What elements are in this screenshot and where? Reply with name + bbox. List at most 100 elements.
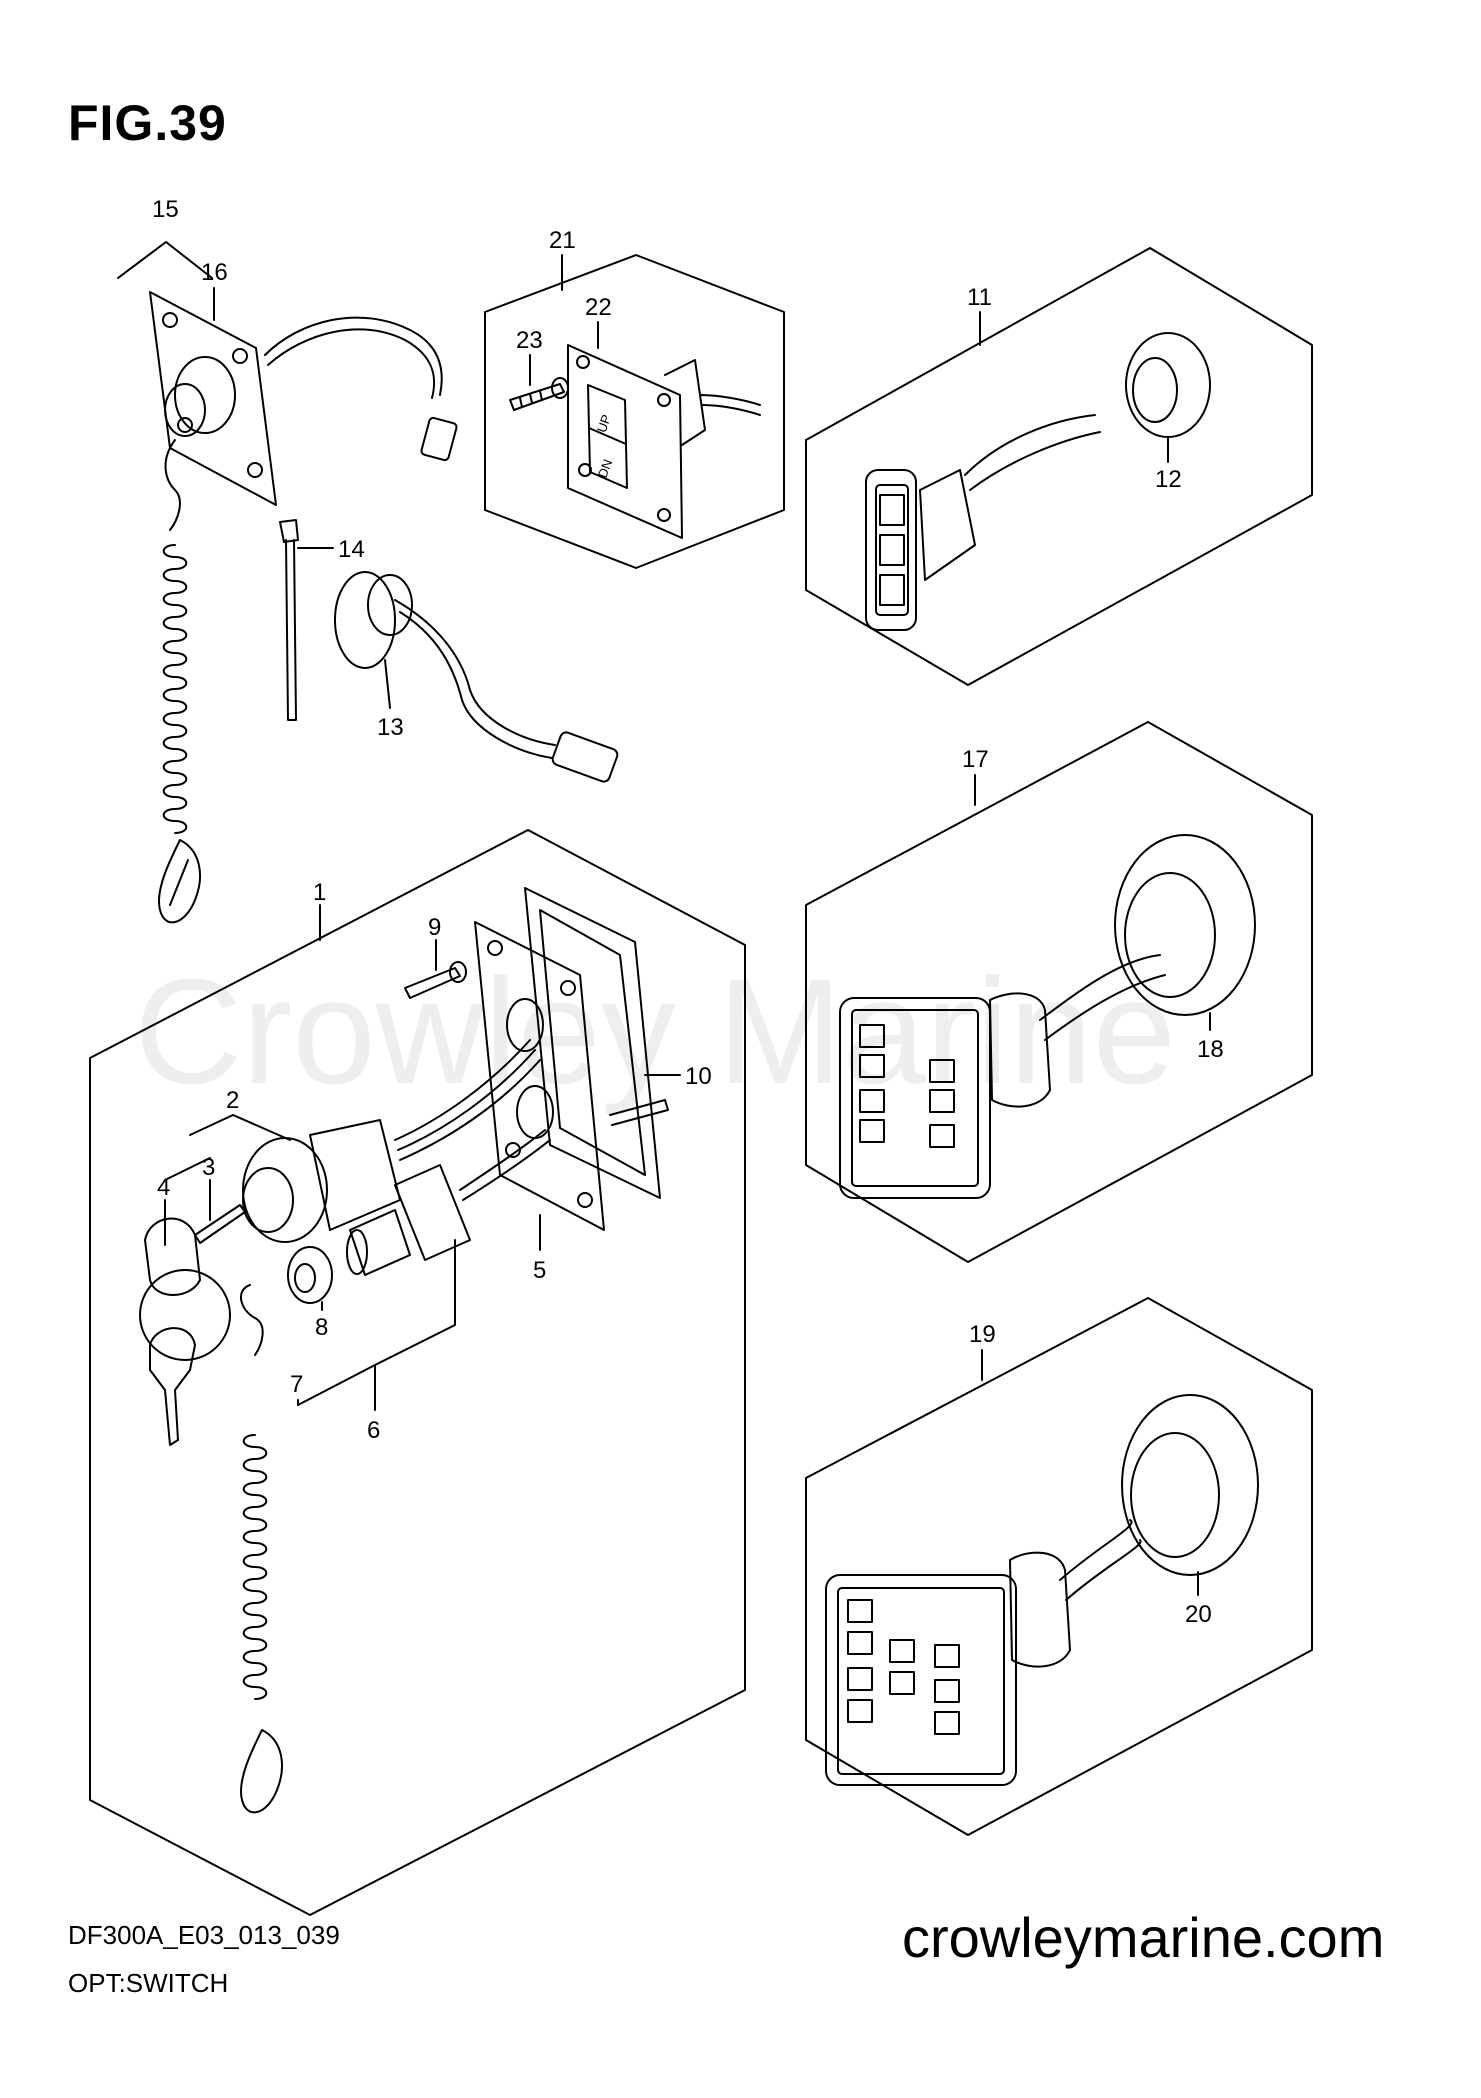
plate-hole bbox=[487, 940, 503, 956]
panel-17-inner bbox=[851, 1009, 979, 1187]
screw-thread bbox=[529, 393, 533, 404]
nut-18-inner bbox=[1124, 872, 1216, 998]
lanyard-snap-hook-7 bbox=[240, 1729, 283, 1814]
lanyard-plunger-body bbox=[394, 1164, 471, 1261]
callout-13: 13 bbox=[377, 714, 404, 741]
lanyard-coil-7 bbox=[242, 1434, 268, 1700]
stop-plunger bbox=[349, 1209, 411, 1276]
diagram-code: DF300A_E03_013_039 bbox=[68, 1920, 340, 1950]
panel-11-btn bbox=[879, 494, 905, 526]
ignition-wires bbox=[394, 1039, 531, 1141]
ignition-switch-face bbox=[242, 1137, 328, 1243]
kit-box-11 bbox=[805, 247, 1313, 686]
key-switch-kit bbox=[89, 829, 746, 1916]
panel-19-btn bbox=[934, 1679, 960, 1703]
switch-mount-plate bbox=[149, 291, 277, 506]
callout-19: 19 bbox=[969, 1321, 996, 1348]
plunger-tip bbox=[346, 1229, 368, 1275]
callout-bracket-3-4 bbox=[164, 1157, 211, 1181]
callout-6: 6 bbox=[367, 1417, 380, 1444]
lanyard-clip bbox=[164, 439, 181, 531]
panel-17-btn bbox=[929, 1124, 955, 1148]
panel-19-thread bbox=[1009, 1551, 1071, 1668]
plate-hole bbox=[657, 508, 671, 522]
callout-bracket-15 bbox=[117, 241, 213, 279]
nut-8 bbox=[287, 1246, 333, 1304]
nut-18 bbox=[1114, 834, 1256, 1016]
panel-19-btn bbox=[934, 1644, 960, 1668]
callout-labels: 1 2 3 4 5 6 7 8 9 10 11 12 13 14 15 16 1… bbox=[152, 196, 1224, 1628]
screw-thread bbox=[519, 397, 523, 408]
callout-22: 22 bbox=[585, 294, 612, 321]
kit-box-21 bbox=[484, 254, 785, 569]
callout-21: 21 bbox=[549, 227, 576, 254]
panel-19-btn bbox=[889, 1639, 915, 1663]
lanyard-switch-assembly bbox=[117, 241, 458, 924]
lanyard-plunger-cable bbox=[462, 1139, 551, 1201]
plate-hole bbox=[232, 348, 248, 364]
gasket-plate-10-inner bbox=[539, 909, 646, 1176]
screw-9 bbox=[404, 967, 461, 999]
harness-wire bbox=[394, 599, 556, 746]
panel-17-thread bbox=[989, 992, 1051, 1108]
panel-19-cable bbox=[1065, 1539, 1142, 1601]
kit-box-19 bbox=[805, 1297, 1313, 1836]
kit-box-17 bbox=[805, 721, 1313, 1263]
plate-bore bbox=[506, 998, 544, 1052]
lanyard-snap-hook bbox=[158, 839, 201, 924]
single-switch-panel-kit bbox=[805, 247, 1313, 686]
plate-hole bbox=[578, 463, 592, 477]
ignition-wires bbox=[397, 1049, 536, 1151]
cable-connector bbox=[420, 416, 458, 462]
lanyard-coil bbox=[162, 544, 188, 834]
nut-20 bbox=[1121, 1394, 1259, 1576]
panel-17-btn bbox=[859, 1024, 885, 1048]
callout-16: 16 bbox=[201, 259, 228, 286]
spare-key bbox=[149, 1327, 196, 1446]
gasket-plate-10 bbox=[524, 887, 661, 1199]
callout-12: 12 bbox=[1155, 466, 1182, 493]
callout-20: 20 bbox=[1185, 1601, 1212, 1628]
switch-cable bbox=[264, 316, 443, 396]
lanyard-clip-7 bbox=[240, 1284, 264, 1356]
cable-tie bbox=[279, 519, 334, 721]
panel-17-btn bbox=[859, 1054, 885, 1078]
callout-bracket-6 bbox=[297, 1239, 456, 1406]
nut-20-inner bbox=[1130, 1432, 1220, 1558]
lanyard-cable-out bbox=[609, 1099, 669, 1126]
kit-box-1 bbox=[89, 829, 746, 1916]
plate-hole bbox=[577, 1192, 593, 1208]
screw-23 bbox=[509, 383, 565, 411]
key-ring bbox=[139, 1269, 231, 1361]
callout-18: 18 bbox=[1197, 1036, 1224, 1063]
callout-leader-13 bbox=[384, 659, 391, 709]
callout-7: 7 bbox=[290, 1371, 303, 1398]
panel-19-btn bbox=[847, 1699, 873, 1723]
panel-17-btn bbox=[929, 1059, 955, 1083]
trim-switch-cable bbox=[701, 404, 761, 416]
rocker-switch bbox=[587, 384, 628, 489]
cable-tie-strap bbox=[285, 539, 297, 721]
plate-hole bbox=[576, 355, 590, 369]
callout-5: 5 bbox=[533, 1257, 546, 1284]
plate-hole bbox=[247, 462, 263, 478]
callout-4: 4 bbox=[157, 1174, 170, 1201]
trim-switch-body bbox=[664, 359, 706, 446]
panel-17-btn bbox=[929, 1089, 955, 1113]
wire-harness bbox=[334, 571, 619, 783]
panel-19-inner bbox=[837, 1587, 1005, 1775]
nut-12 bbox=[1125, 332, 1211, 438]
panel-19-btn bbox=[847, 1631, 873, 1655]
panel-19-btn bbox=[847, 1667, 873, 1691]
trim-switch-kit: UP DN bbox=[484, 254, 785, 569]
switch-cable bbox=[267, 328, 436, 399]
ignition-wires bbox=[399, 1059, 541, 1161]
lanyard-switch-cap bbox=[164, 383, 206, 437]
screw-head bbox=[449, 961, 467, 983]
callout-bracket-2 bbox=[189, 1114, 291, 1141]
callout-11: 11 bbox=[967, 284, 992, 311]
panel-19-btn bbox=[847, 1599, 873, 1623]
panel-19-btn bbox=[889, 1671, 915, 1695]
screw-head bbox=[551, 377, 569, 399]
callout-10: 10 bbox=[685, 1063, 712, 1090]
